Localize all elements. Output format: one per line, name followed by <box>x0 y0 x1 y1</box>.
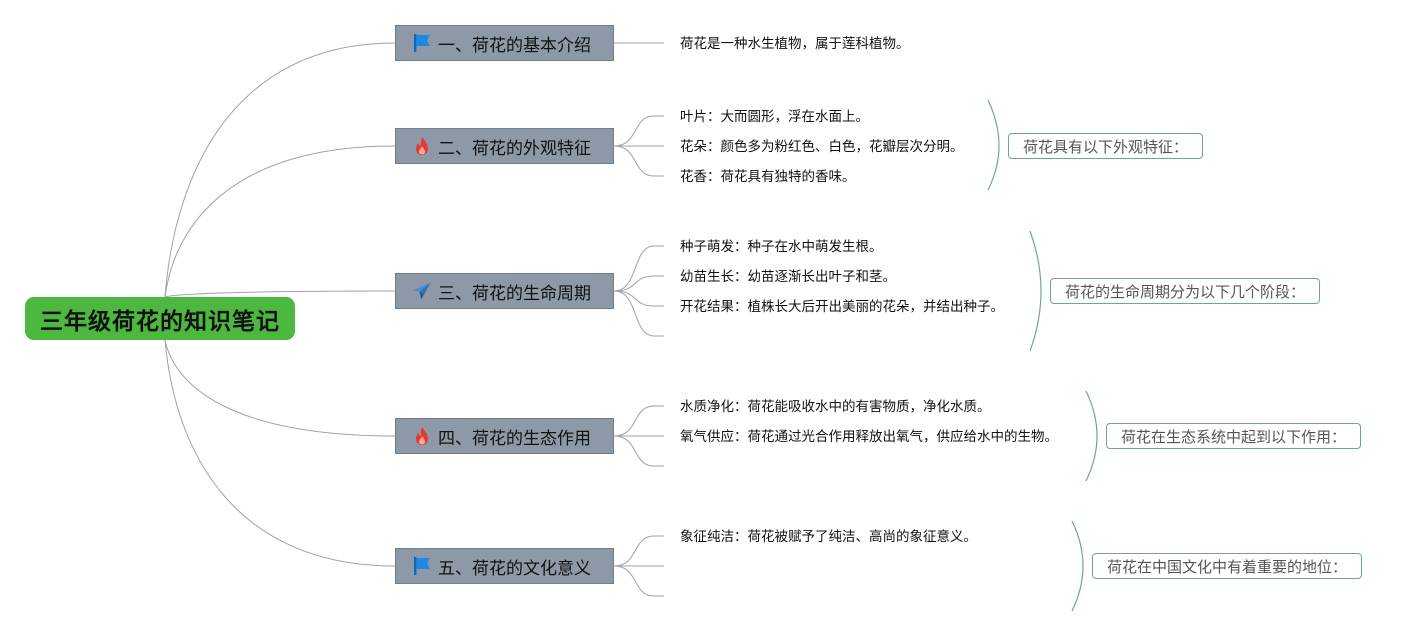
flag-icon <box>414 34 430 52</box>
summary-box[interactable]: 荷花在中国文化中有着重要的地位： <box>1092 553 1363 579</box>
leaf-item[interactable]: 氧气供应：荷花通过光合作用释放出氧气，供应给水中的生物。 <box>680 429 1058 445</box>
summary-box[interactable]: 荷花在生态系统中起到以下作用： <box>1106 423 1362 449</box>
leaf-item[interactable]: 花朵：颜色多为粉红色、白色，花瓣层次分明。 <box>680 139 964 155</box>
section-title: 三、荷花的生命周期 <box>438 283 591 304</box>
flag-icon <box>414 557 430 575</box>
leaf-item[interactable]: 水质净化：荷花能吸收水中的有害物质，净化水质。 <box>680 399 991 415</box>
leaf-connector <box>613 290 664 337</box>
paper-plane-icon <box>413 282 431 300</box>
leaf-item[interactable]: 种子萌发：种子在水中萌发生根。 <box>680 239 883 255</box>
group-bracket <box>1085 390 1098 482</box>
summary-label: 荷花具有以下外观特征： <box>1023 137 1189 156</box>
root-branch-connector <box>164 42 396 298</box>
leaf-connector <box>613 245 664 292</box>
leaf-connector <box>613 275 664 292</box>
root-topic-label: 三年级荷花的知识笔记 <box>40 308 280 335</box>
summary-label: 荷花在生态系统中起到以下作用： <box>1121 427 1347 446</box>
leaf-item[interactable]: 花香：荷花具有独特的香味。 <box>680 169 856 185</box>
leaf-item[interactable]: 象征纯洁：荷花被赋予了纯洁、高尚的象征意义。 <box>680 529 977 545</box>
leaf-item[interactable]: 开花结果：植株长大后开出美丽的花朵，并结出种子。 <box>680 299 1004 315</box>
group-bracket <box>1029 230 1042 352</box>
section-basic-intro[interactable]: 一、荷花的基本介绍 <box>395 25 614 61</box>
leaf-connector <box>613 290 664 307</box>
root-branch-connector <box>164 290 396 298</box>
leaf-item[interactable]: 叶片：大而圆形，浮在水面上。 <box>680 109 869 125</box>
leaf-item[interactable]: 幼苗生长：幼苗逐渐长出叶子和茎。 <box>680 269 896 285</box>
root-topic[interactable]: 三年级荷花的知识笔记 <box>25 297 295 340</box>
group-bracket <box>1071 520 1084 612</box>
leaf-item[interactable]: 荷花是一种水生植物，属于莲科植物。 <box>680 36 910 52</box>
section-life-cycle[interactable]: 三、荷花的生命周期 <box>395 273 614 309</box>
section-ecology[interactable]: 四、荷花的生态作用 <box>395 418 614 454</box>
summary-box[interactable]: 荷花的生命周期分为以下几个阶段： <box>1050 278 1321 304</box>
section-title: 四、荷花的生态作用 <box>438 428 591 449</box>
fire-icon <box>416 137 428 155</box>
root-branch-connector <box>164 339 396 437</box>
summary-label: 荷花在中国文化中有着重要的地位： <box>1107 557 1348 576</box>
leaf-connector <box>613 115 664 147</box>
leaf-connector <box>613 405 664 437</box>
leaf-connector <box>613 535 664 567</box>
fire-icon <box>416 427 428 445</box>
leaf-connector <box>613 145 664 177</box>
section-title: 一、荷花的基本介绍 <box>438 35 591 56</box>
section-culture[interactable]: 五、荷花的文化意义 <box>395 548 614 584</box>
group-bracket <box>987 99 1000 191</box>
section-title: 五、荷花的文化意义 <box>438 558 591 579</box>
leaf-connector <box>613 565 664 597</box>
summary-label: 荷花的生命周期分为以下几个阶段： <box>1065 282 1306 301</box>
leaf-connector <box>613 435 664 467</box>
root-branch-connector <box>164 145 396 298</box>
section-appearance[interactable]: 二、荷花的外观特征 <box>395 128 614 164</box>
section-title: 二、荷花的外观特征 <box>438 138 591 159</box>
root-branch-connector <box>164 339 396 567</box>
summary-box[interactable]: 荷花具有以下外观特征： <box>1008 133 1204 159</box>
